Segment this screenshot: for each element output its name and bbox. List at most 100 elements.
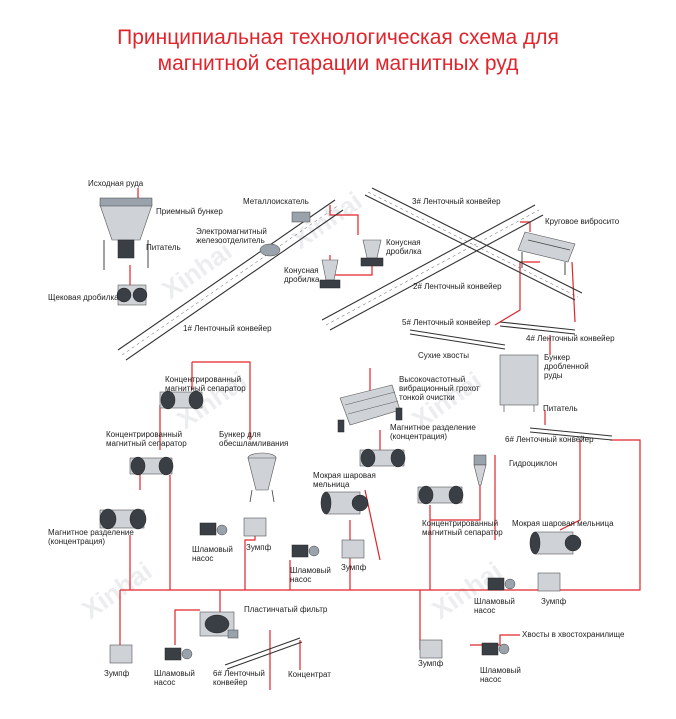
slurry-pump-3 [487, 577, 516, 591]
cone-crusher-1 [319, 259, 341, 289]
label-feed-hopper: Приемный бункер [156, 207, 223, 216]
jaw-crusher [116, 284, 148, 306]
conveyor-6b [224, 637, 303, 670]
conveyor-2 [321, 204, 544, 331]
page-title-line-2: магнитной сепарации магнитных руд [157, 52, 519, 75]
electromagnet [259, 243, 281, 257]
label-mag-sep-conc-1b: магнитный сепаратор [165, 384, 246, 393]
label-feeder-2: Питатель [543, 404, 578, 413]
label-metal-detector: Металлоискатель [243, 197, 309, 206]
label-desliming-bin-2: обесшламливания [219, 439, 288, 448]
label-tailings-pond: Хвосты в хвостохранилище [522, 630, 625, 639]
label-pump-2a: Шламовый [290, 566, 331, 575]
label-cone-crusher-1b: дробилка [284, 275, 320, 284]
feed-hopper [99, 197, 153, 270]
label-pump-5b: насос [480, 675, 501, 684]
label-hf-screen-2: вибрационный грохот [399, 384, 480, 393]
label-pump-3b: насос [474, 606, 495, 615]
label-sump-4: Зумпф [104, 669, 130, 678]
magnetic-separator-5 [417, 485, 464, 505]
label-jaw-crusher: Щековая дробилка [48, 293, 119, 302]
label-belt-1: 1# Ленточный конвейер [183, 324, 272, 333]
label-belt-4: 4# Ленточный конвейер [526, 334, 615, 343]
label-circular-screen: Круговое вибросито [545, 217, 620, 226]
magnetic-separator-1 [159, 390, 204, 410]
label-ball-mill-1b: мельница [313, 480, 350, 489]
sump-4 [109, 644, 133, 664]
desliming-bin [247, 452, 277, 503]
label-pump-4a: Шламовый [154, 669, 195, 678]
label-mag-sep-rough-1a: Магнитное разделение [390, 423, 476, 432]
label-belt-6a: 6# Ленточный конвейер [505, 435, 594, 444]
cone-crusher-2 [360, 239, 384, 267]
label-pump-1a: Шламовый [192, 545, 233, 554]
label-mag-sep-conc-2b: магнитный сепаратор [106, 439, 187, 448]
slurry-pump-1 [199, 522, 228, 536]
watermark: Xinhai Xinhai Xinhai Xinhai Xinhai Xinha… [76, 186, 507, 625]
label-belt-5: 5# Ленточный конвейер [402, 318, 491, 327]
conveyor-6a [529, 427, 613, 441]
label-mag-sep-rough-1b: (концентрация) [390, 432, 447, 441]
sump-2 [341, 539, 365, 559]
label-mag-sep-rough-2b: (концентрация) [48, 537, 105, 546]
sump-3 [537, 572, 561, 592]
label-mag-sep-conc-3a: Концентрированный [422, 519, 498, 528]
label-mag-sep-conc-3b: магнитный сепаратор [422, 528, 503, 537]
circular-vibrating-screen [517, 231, 576, 275]
label-concentrate: Концентрат [288, 670, 331, 679]
label-belt-6b-1: 6# Ленточный [213, 669, 265, 678]
label-sump-5: Зумпф [418, 659, 444, 668]
label-sump-2: Зумпф [341, 563, 367, 572]
label-plate-filter: Пластинчатый фильтр [244, 605, 328, 614]
labels: Исходная руда Приемный бункер Питатель Щ… [48, 179, 625, 687]
label-mag-sep-conc-1a: Концентрированный [165, 375, 241, 384]
page-title-line-1: Принципиальная технологическая схема для [117, 26, 559, 49]
label-cone-crusher-2b: дробилка [386, 247, 422, 256]
label-dry-tailings: Сухие хвосты [418, 351, 469, 360]
high-frequency-screen [337, 384, 403, 433]
slurry-pump-5 [481, 642, 510, 656]
ball-mill-2 [529, 531, 582, 555]
label-belt-6b-2: конвейер [213, 678, 248, 687]
label-sump-1: Зумпф [246, 543, 272, 552]
magnetic-separator-4 [359, 448, 406, 468]
conveyor-3 [364, 187, 583, 301]
hydrocyclone [473, 454, 487, 486]
label-cone-crusher-2a: Конусная [386, 238, 421, 247]
slurry-pump-2 [291, 544, 320, 558]
label-pump-2b: насос [290, 575, 311, 584]
magnetic-separator-3 [99, 508, 147, 530]
conveyor-4 [409, 329, 506, 350]
label-crushed-bin-2: дробленной [544, 362, 589, 371]
crushed-ore-bin [499, 354, 539, 412]
label-cone-crusher-1a: Конусная [284, 266, 319, 275]
label-hf-screen-3: тонкой очистки [399, 393, 455, 402]
label-electromagnet-2: железоотделитель [196, 236, 265, 245]
label-electromagnet-1: Электромагнитный [196, 227, 267, 236]
label-raw-ore: Исходная руда [88, 179, 144, 188]
label-crushed-bin-3: руды [544, 371, 563, 380]
sump-5 [419, 639, 443, 659]
label-feeder-1: Питатель [146, 243, 181, 252]
label-desliming-bin-1: Бункер для [219, 430, 261, 439]
label-belt-2: 2# Ленточный конвейер [413, 282, 502, 291]
conveyor-5 [499, 321, 576, 335]
metal-detector [291, 211, 311, 223]
label-hydrocyclone: Гидроциклон [509, 459, 557, 468]
ball-mill-1 [320, 491, 369, 515]
label-ball-mill-2: Мокрая шаровая мельница [512, 519, 614, 528]
label-crushed-bin-1: Бункер [544, 353, 571, 362]
label-mag-sep-rough-2a: Магнитное разделение [48, 528, 134, 537]
conveyor-1 [117, 199, 344, 361]
label-pump-5a: Шламовый [480, 666, 521, 675]
label-pump-3a: Шламовый [474, 597, 515, 606]
sump-1 [243, 517, 267, 537]
magnetic-separator-2 [129, 456, 174, 476]
label-belt-3: 3# Ленточный конвейер [412, 197, 501, 206]
label-mag-sep-conc-2a: Концентрированный [106, 430, 182, 439]
label-sump-3: Зумпф [541, 597, 567, 606]
label-hf-screen-1: Высокочастотный [399, 375, 465, 384]
label-ball-mill-1a: Мокрая шаровая [313, 471, 376, 480]
label-pump-1b: насос [192, 554, 213, 563]
